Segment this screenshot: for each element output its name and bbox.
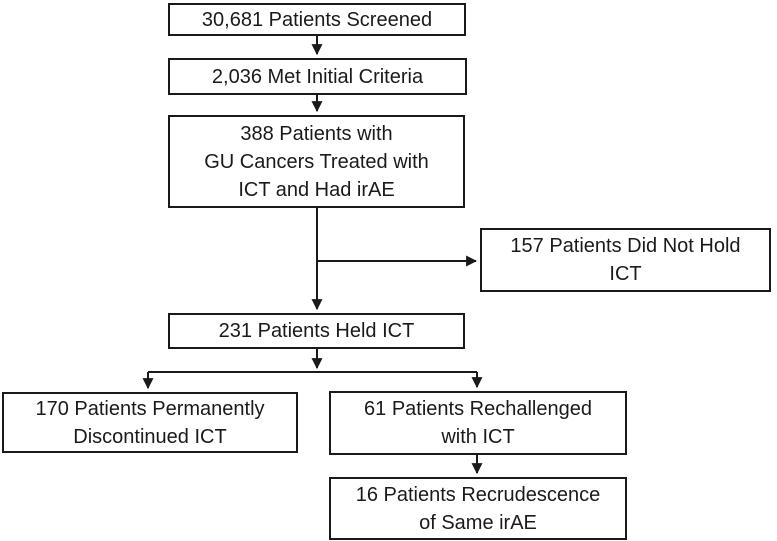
flow-box-held-ict: 231 Patients Held ICT bbox=[168, 313, 465, 349]
flow-box-line: ICT bbox=[609, 263, 642, 285]
flow-box-line: 231 Patients Held ICT bbox=[218, 320, 415, 342]
flow-box-line: with ICT bbox=[441, 426, 515, 448]
flow-box-patients-screened: 30,681 Patients Screened bbox=[168, 3, 466, 36]
flow-box-line: 157 Patients Did Not Hold bbox=[510, 235, 741, 257]
flow-box-line: Discontinued ICT bbox=[73, 425, 227, 448]
flow-box-rechallenged-ict: 61 Patients Rechallenged with ICT bbox=[329, 391, 627, 455]
flow-box-line: 16 Patients Recrudescence bbox=[355, 483, 601, 506]
flow-box-permanently-discontinued: 170 Patients Permanently Discontinued IC… bbox=[2, 392, 298, 453]
flow-box-line: ICT and Had irAE bbox=[238, 178, 395, 201]
flow-box-line: 170 Patients Permanently bbox=[35, 397, 265, 420]
flow-box-recrudescence-same-irae: 16 Patients Recrudescence of Same irAE bbox=[329, 477, 627, 540]
flow-box-did-not-hold-ict: 157 Patients Did Not Hold ICT bbox=[480, 228, 771, 292]
flow-box-line: 2,036 Met Initial Criteria bbox=[211, 65, 424, 88]
flow-box-gu-cancers-irae: 388 Patients with GU Cancers Treated wit… bbox=[168, 115, 465, 208]
flow-box-line: 61 Patients Rechallenged bbox=[364, 398, 592, 420]
flow-box-line: GU Cancers Treated with bbox=[204, 150, 429, 173]
flow-box-line: 30,681 Patients Screened bbox=[201, 8, 433, 31]
flow-box-met-initial-criteria: 2,036 Met Initial Criteria bbox=[168, 58, 467, 95]
flow-box-line: of Same irAE bbox=[419, 511, 537, 534]
flow-box-line: 388 Patients with bbox=[240, 122, 393, 145]
